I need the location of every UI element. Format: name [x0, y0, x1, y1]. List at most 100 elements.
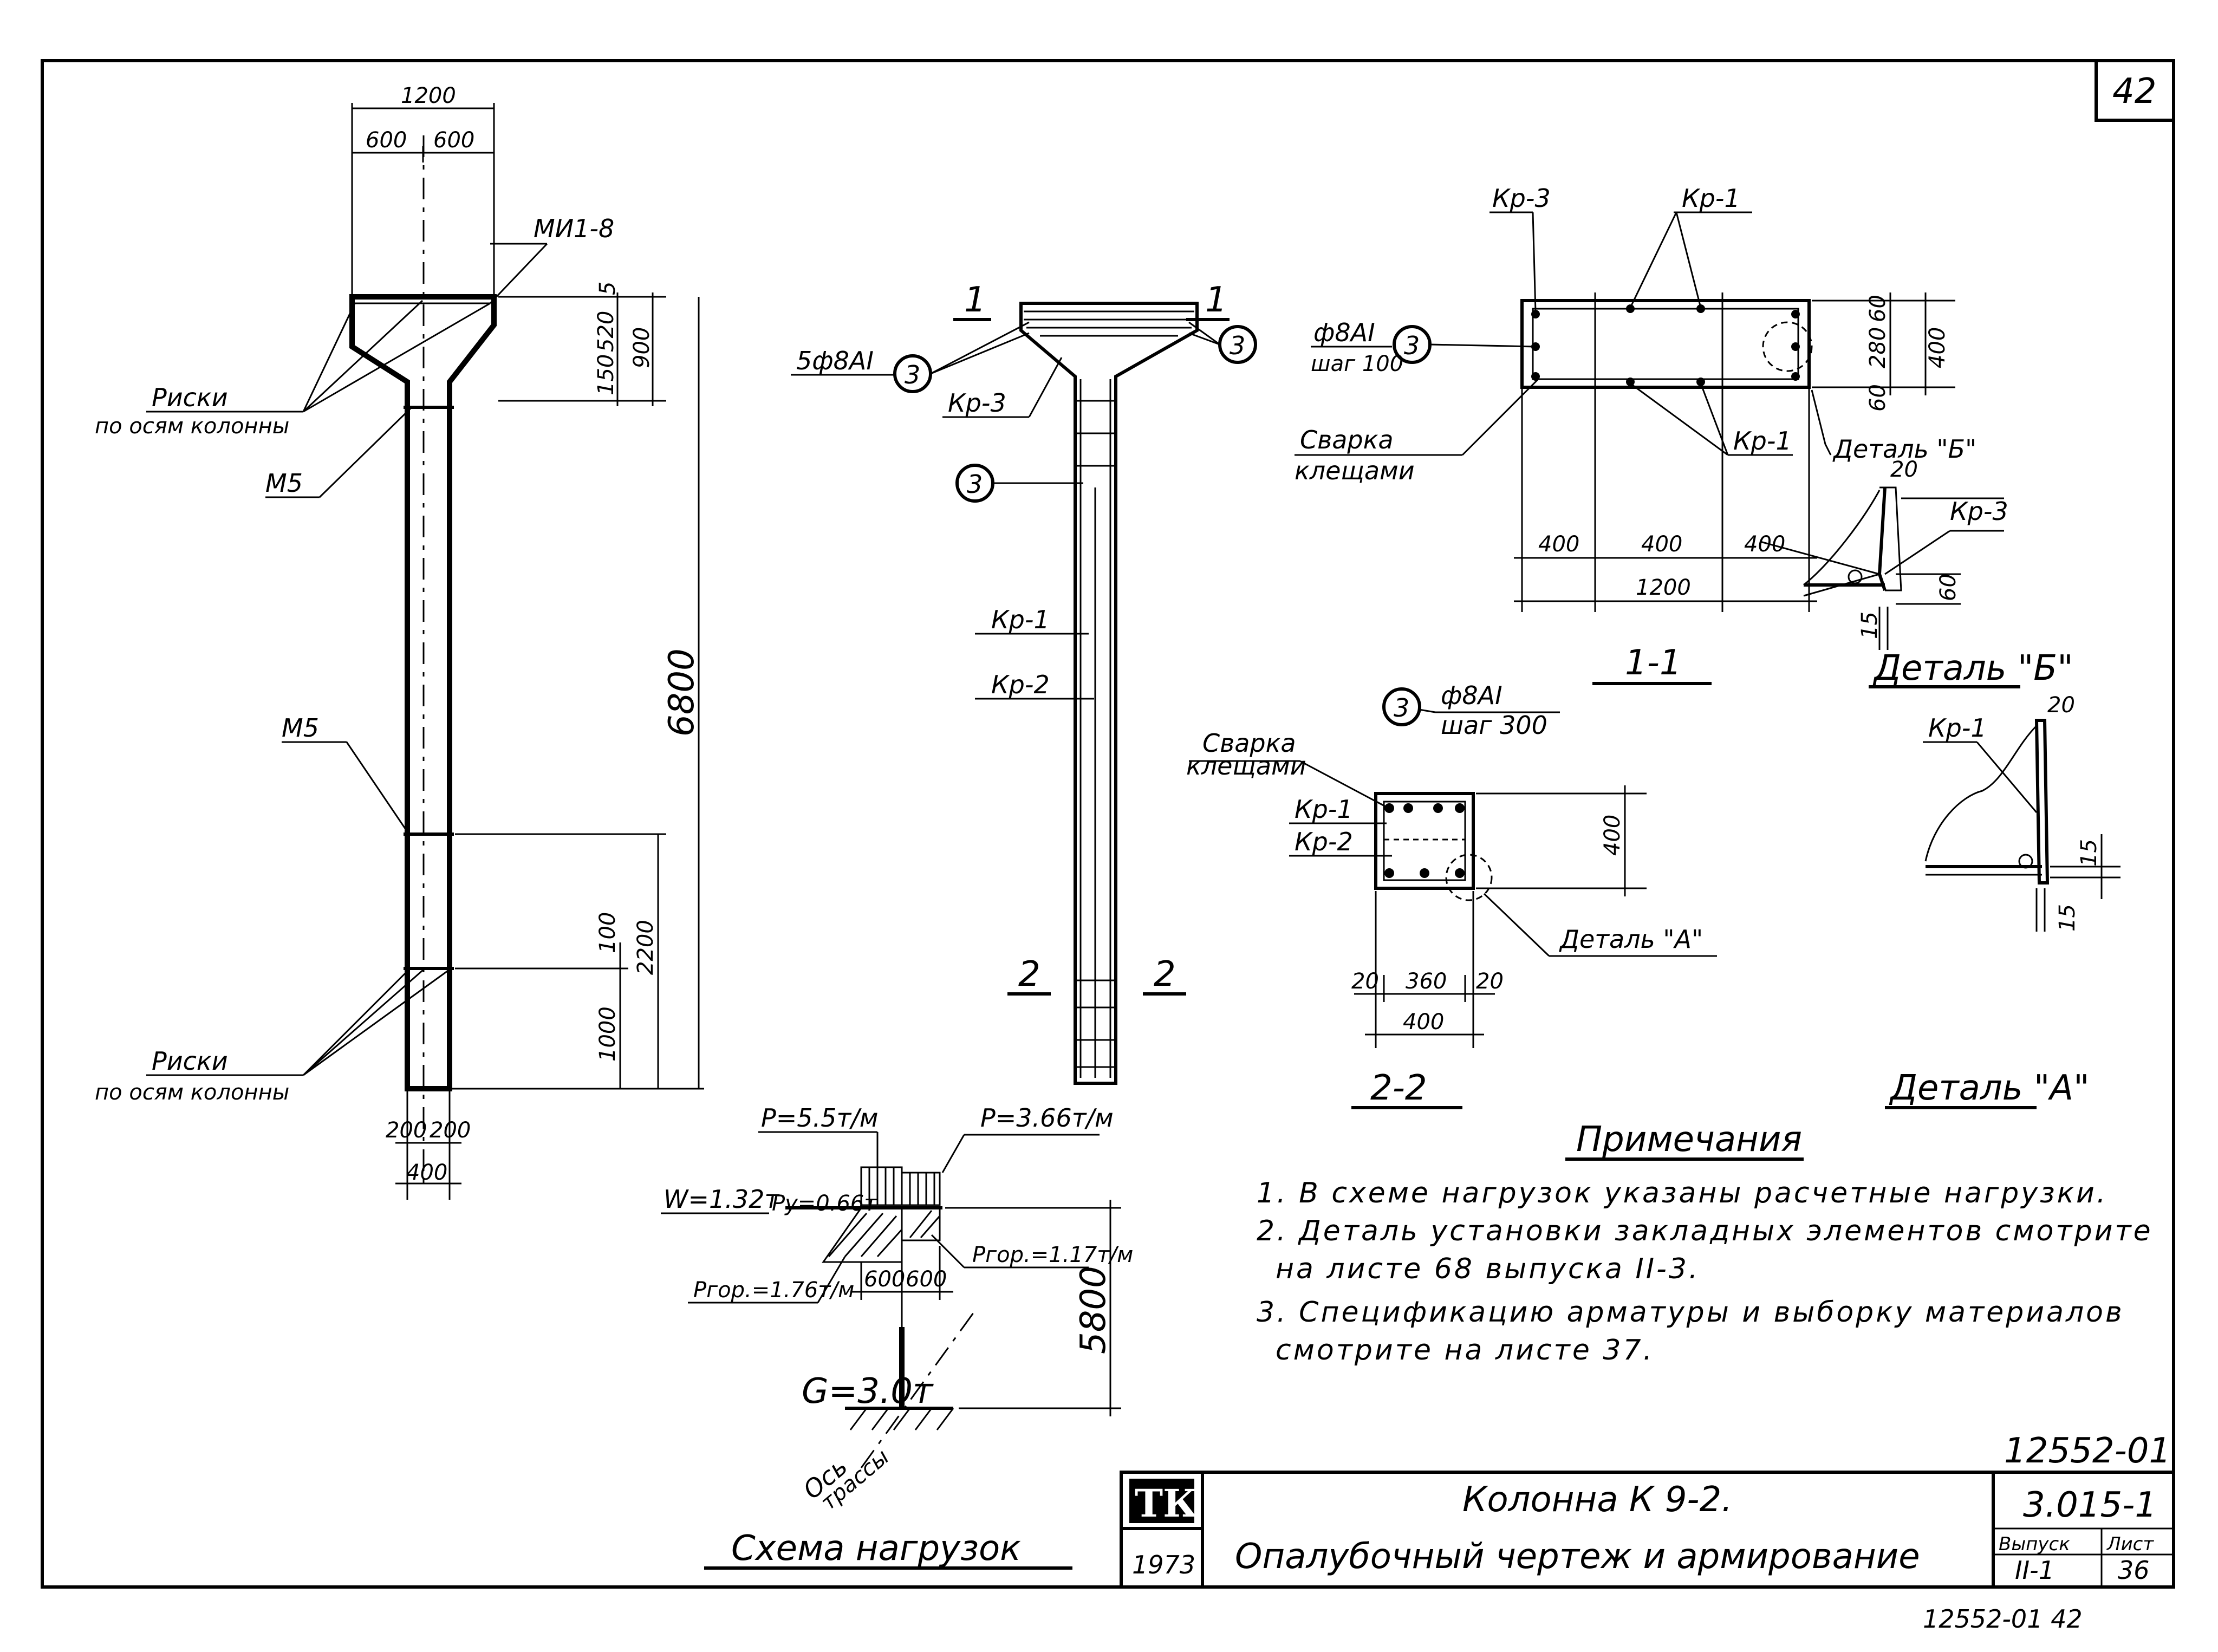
callout-3-mid: 3	[967, 470, 983, 499]
dim-20-left-s22: 20	[1351, 969, 1379, 994]
bar-label-s22: ф8АI	[1441, 681, 1502, 710]
bar-label-s11: ф8АI	[1313, 318, 1375, 347]
dim-400-bottom-s22: 400	[1403, 1010, 1444, 1035]
reinforcement-view: 1 1 5ф8АI 3 3 Кр-3 3 Кр-1 Кр-2 2 2	[791, 280, 1257, 1085]
label-kr1: Кр-1	[991, 605, 1050, 634]
dim-60-db: 60	[1936, 574, 1961, 601]
issue-label: Выпуск	[1999, 1533, 2070, 1555]
dim-520: 520	[594, 311, 619, 352]
section-mark-top-right: 1	[1205, 280, 1227, 320]
label-kr3: Кр-3	[948, 388, 1006, 418]
dim-20-right-s22: 20	[1476, 969, 1504, 994]
title-line-1: Колонна К 9-2.	[1462, 1480, 1733, 1520]
dim-400-b-s11: 400	[1641, 532, 1682, 557]
detail-a: 20 Кр-1 15 15 Деталь "А"	[1885, 693, 2121, 1109]
label-kr3-db: Кр-3	[1950, 497, 2008, 526]
code-top: 12552-01	[2004, 1431, 2171, 1471]
weld-label-1-s22: Сварка	[1202, 729, 1296, 758]
note-4: 3. Спецификацию арматуры и выборку матер…	[1257, 1296, 2124, 1329]
label-kr2-s22: Кр-2	[1295, 827, 1353, 856]
note-1: 1. В схеме нагрузок указаны расчетные на…	[1257, 1177, 2108, 1209]
load-py: Py=0.66т	[772, 1191, 877, 1216]
label-marks-bottom-2: по осям колонны	[95, 1080, 289, 1105]
dim-5: 5	[595, 282, 620, 295]
dim-360-s22: 360	[1406, 969, 1447, 994]
load-w: W=1.32т	[664, 1185, 779, 1214]
section-mark-top-left: 1	[964, 280, 986, 320]
sheet-frame: 42	[41, 59, 2175, 1589]
label-marks-bottom-1: Риски	[152, 1046, 228, 1076]
section-title-1-1: 1-1	[1625, 643, 1682, 683]
dim-15-b-da: 15	[2055, 904, 2080, 932]
issue-value: II-1	[2015, 1556, 2054, 1585]
dim-400-a-s11: 400	[1538, 532, 1579, 557]
dim-100: 100	[595, 912, 620, 953]
weld-label-1-s11: Сварка	[1300, 425, 1394, 454]
dim-total-width: 1200	[401, 83, 456, 108]
dim-20-da: 20	[2047, 693, 2075, 718]
label-m5-top: М5	[265, 469, 303, 498]
section-2-2: 3 ф8АI шаг 300 Сварка клещами Кр-1 Кр-2 …	[1186, 681, 1717, 1109]
title-block: 12552-01 ТК 1973 Колонна К 9-2. Опалубоч…	[1120, 1431, 2175, 1634]
section-1-1: Кр-3 Кр-1 ф8АI шаг 100 3 Сварка клещами …	[1295, 184, 1976, 685]
detail-b-ref: Деталь "Б"	[1832, 434, 1976, 464]
bar-step-s22: шаг 300	[1441, 711, 1547, 740]
label-kr2: Кр-2	[991, 670, 1050, 699]
note-5: смотрите на листе 37.	[1276, 1334, 1654, 1367]
dim-6800: 6800	[662, 648, 702, 737]
dim-400-c-s11: 400	[1744, 532, 1785, 557]
load-pgor-left: Pгор.=1.76т/м	[693, 1278, 854, 1303]
label-marks-top-2: по осям колонны	[95, 414, 289, 439]
label-kr3-s11: Кр-3	[1492, 184, 1551, 213]
tk-logo: ТК	[1135, 1481, 1198, 1526]
detail-b-title: Деталь "Б"	[1872, 648, 2073, 688]
sheet-label: Лист	[2106, 1533, 2154, 1555]
weld-label-2-s11: клещами	[1295, 456, 1415, 485]
dim-bottom-200-right: 200	[430, 1118, 471, 1143]
dim-400-right-s22: 400	[1600, 815, 1625, 856]
dim-400-right-s11: 400	[1925, 327, 1950, 368]
dim-600-b: 600	[906, 1267, 947, 1292]
section-mark-bottom-right: 2	[1154, 954, 1176, 994]
section-mark-bottom-left: 2	[1018, 954, 1040, 994]
label-kr1-bottom-s11: Кр-1	[1733, 426, 1792, 456]
series-code: 3.015-1	[2023, 1485, 2157, 1525]
dim-2200: 2200	[633, 920, 658, 975]
load-scheme: P=5.5т/м P=3.66т/м W=1.32т Py=0.66т Pгор…	[661, 1103, 1133, 1570]
load-p2: P=3.66т/м	[980, 1103, 1114, 1133]
page-number: 42	[2112, 71, 2156, 112]
dim-900: 900	[629, 327, 654, 368]
dim-half-right: 600	[433, 128, 474, 153]
dim-bottom-200-left: 200	[386, 1118, 427, 1143]
dim-600-a: 600	[864, 1267, 905, 1292]
sheet-value: 36	[2118, 1556, 2150, 1585]
callout-3-left: 3	[905, 360, 920, 389]
dim-half-left: 600	[366, 128, 407, 153]
dim-bottom-400: 400	[406, 1160, 447, 1185]
bottom-handwritten-code: 12552-01 42	[1923, 1604, 2083, 1634]
column-elevation: 1200 600 600 МИ1-8 Риски по осям колонны…	[95, 83, 704, 1200]
callout-3-s22: 3	[1394, 693, 1409, 723]
callout-3-right: 3	[1230, 331, 1245, 360]
label-kr1-top-s11: Кр-1	[1682, 184, 1740, 213]
bar-label-5f8ai: 5ф8АI	[796, 346, 874, 375]
dim-60-top-s11: 60	[1865, 295, 1890, 322]
load-pgor-right: Pгор.=1.17т/м	[972, 1243, 1133, 1267]
dim-15-db: 15	[1857, 612, 1882, 639]
dim-1200-s11: 1200	[1636, 575, 1691, 600]
dim-150: 150	[594, 354, 619, 395]
load-g: G=3.0т	[802, 1371, 934, 1412]
detail-b: 20 Кр-3 60 15 Деталь "Б"	[1760, 457, 2073, 688]
label-marks-top-1: Риски	[152, 383, 228, 412]
weld-label-2-s22: клещами	[1186, 751, 1306, 781]
load-p1: P=5.5т/м	[761, 1103, 878, 1133]
tk-logo-plate	[1129, 1479, 1194, 1523]
note-3: на листе 68 выпуска II-3.	[1276, 1253, 1700, 1285]
notes-title: Примечания	[1576, 1120, 1802, 1160]
dim-60-bottom-s11: 60	[1865, 384, 1890, 412]
detail-a-title: Деталь "А"	[1889, 1068, 2090, 1108]
label-m5-mid: М5	[282, 713, 319, 743]
dim-1000: 1000	[595, 1006, 620, 1062]
dim-15-a-da: 15	[2077, 839, 2102, 867]
